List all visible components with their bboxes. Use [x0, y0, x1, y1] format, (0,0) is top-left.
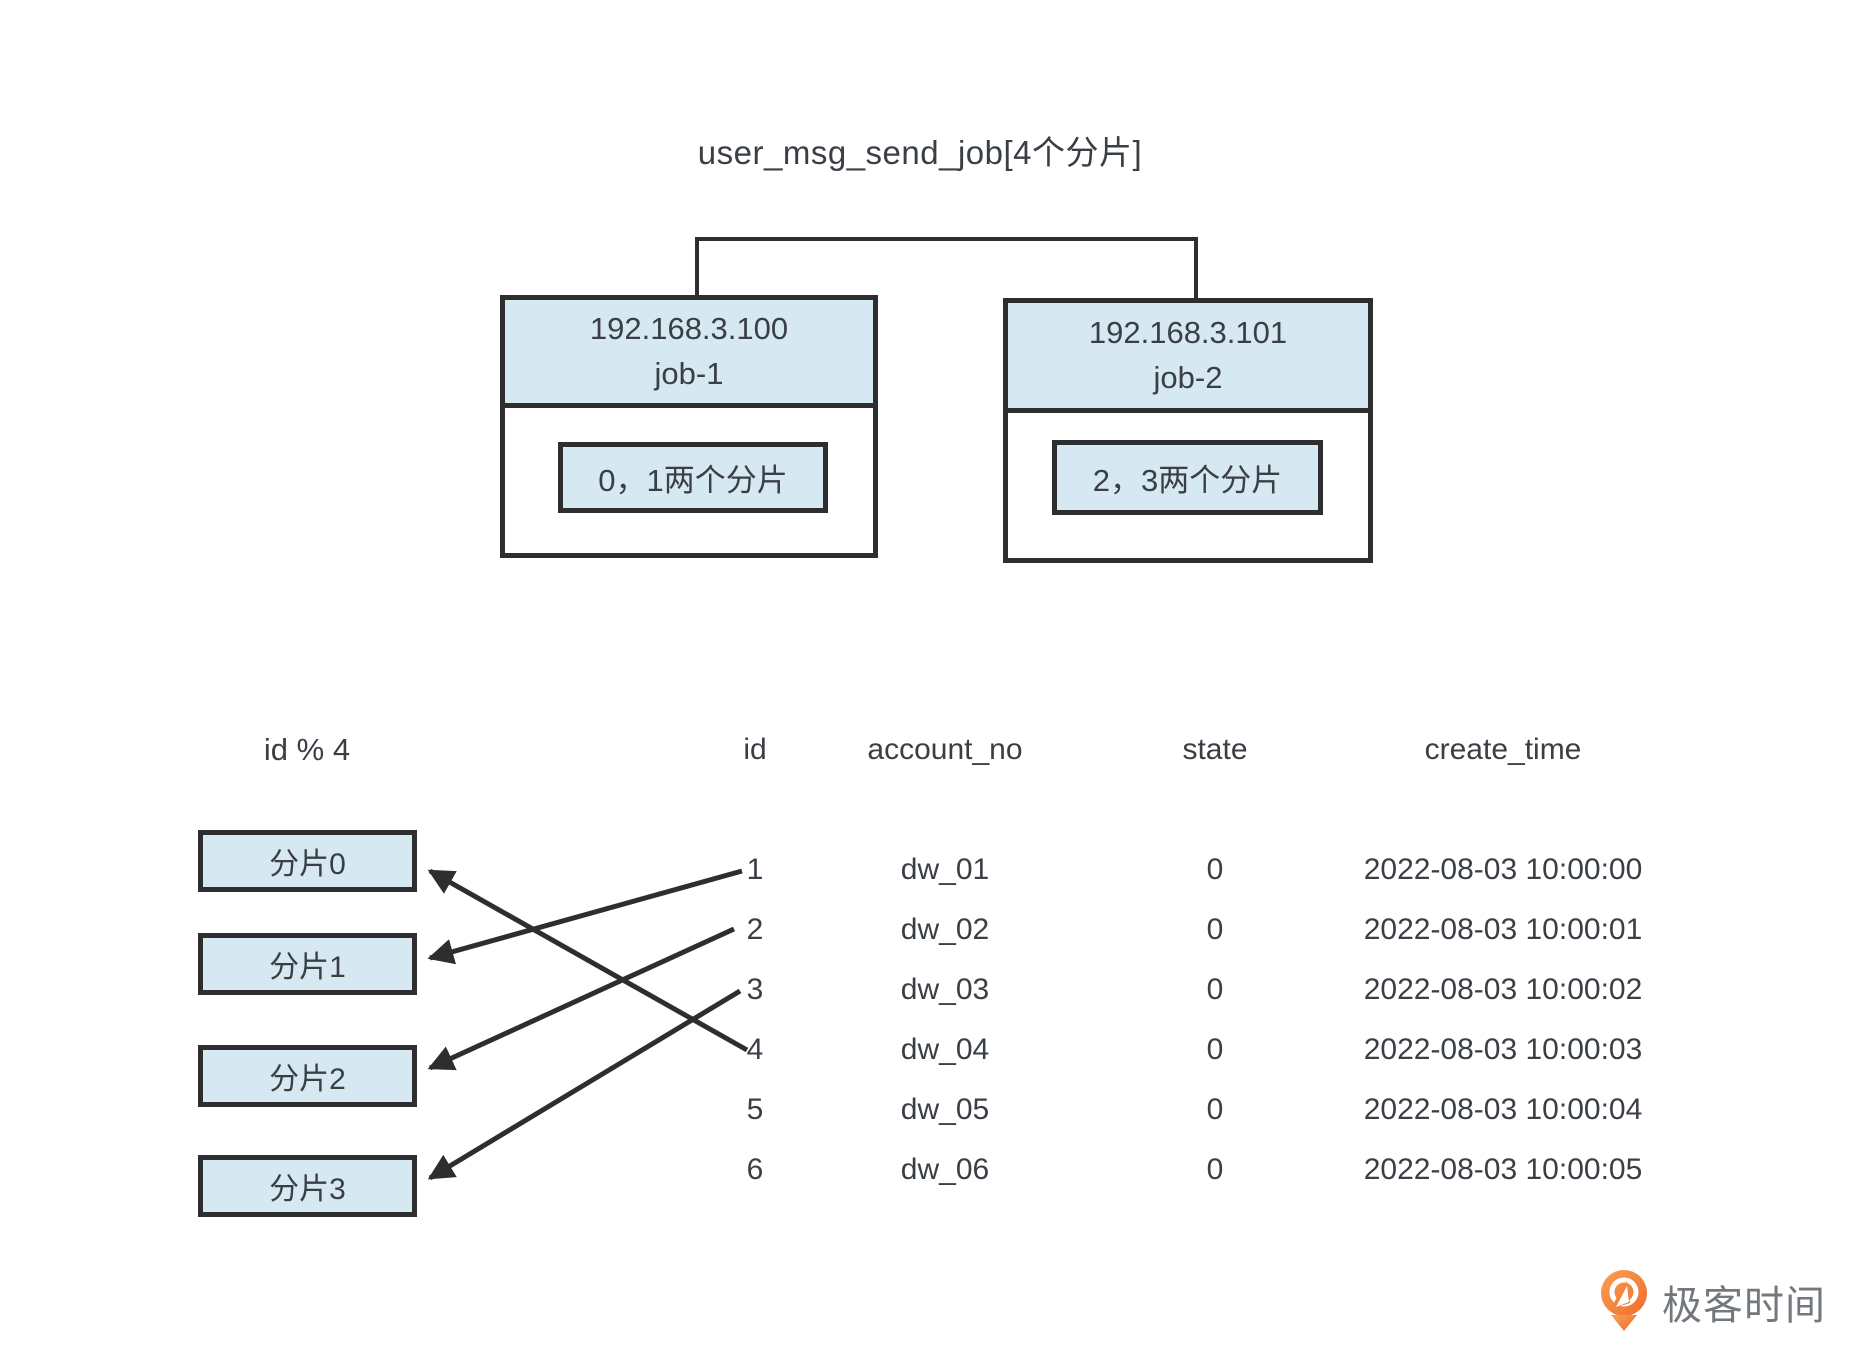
table-row: 4 dw_04 0 2022-08-03 10:00:03 [0, 1020, 1876, 1080]
cell-account-no: dw_02 [900, 913, 990, 946]
job-node-2-header: 192.168.3.101 job-2 [1008, 303, 1368, 413]
table-header-create-time: create_time [1424, 733, 1582, 766]
table-row: 2 dw_02 0 2022-08-03 10:00:01 [0, 900, 1876, 960]
table-header-state: state [1182, 733, 1248, 766]
job-node-2: 192.168.3.101 job-2 2，3两个分片 [1003, 298, 1373, 563]
shard-box-3: 分片3 [198, 1155, 417, 1217]
cell-id: 1 [746, 853, 764, 886]
shard-box-0: 分片0 [198, 830, 417, 892]
table-row: 1 dw_01 0 2022-08-03 10:00:00 [0, 840, 1876, 900]
job-node-1-name: job-1 [654, 355, 724, 391]
shard-box-1: 分片1 [198, 933, 417, 995]
cell-create-time: 2022-08-03 10:00:03 [1363, 1033, 1643, 1066]
cell-account-no: dw_05 [900, 1093, 990, 1126]
cell-account-no: dw_06 [900, 1153, 990, 1186]
job-node-1-header: 192.168.3.100 job-1 [505, 300, 873, 408]
cell-id: 6 [746, 1153, 764, 1186]
tree-bracket-connector [695, 237, 1198, 301]
job-node-1: 192.168.3.100 job-1 0，1两个分片 [500, 295, 878, 558]
job-node-1-shard-range: 0，1两个分片 [558, 442, 828, 513]
job-node-2-shard-range: 2，3两个分片 [1052, 440, 1323, 515]
cell-id: 4 [746, 1033, 764, 1066]
cell-create-time: 2022-08-03 10:00:02 [1363, 973, 1643, 1006]
cell-create-time: 2022-08-03 10:00:01 [1363, 913, 1643, 946]
table-header-id: id [743, 733, 767, 766]
diagram-title: user_msg_send_job[4个分片] [697, 134, 1143, 171]
cell-account-no: dw_04 [900, 1033, 990, 1066]
cell-account-no: dw_01 [900, 853, 990, 886]
cell-state: 0 [1206, 1153, 1224, 1186]
job-node-2-name: job-2 [1153, 359, 1223, 395]
cell-state: 0 [1206, 973, 1224, 1006]
table-row: 3 dw_03 0 2022-08-03 10:00:02 [0, 960, 1876, 1020]
cell-create-time: 2022-08-03 10:00:00 [1363, 853, 1643, 886]
geektime-logo-icon [1601, 1270, 1647, 1331]
cell-id: 3 [746, 973, 764, 1006]
cell-create-time: 2022-08-03 10:00:05 [1363, 1153, 1643, 1186]
job-node-1-ip: 192.168.3.100 [589, 310, 789, 346]
cell-id: 5 [746, 1093, 764, 1126]
cell-id: 2 [746, 913, 764, 946]
cell-state: 0 [1206, 1093, 1224, 1126]
mod-formula-label: id % 4 [263, 732, 351, 767]
cell-state: 0 [1206, 853, 1224, 886]
table-row: 5 dw_05 0 2022-08-03 10:00:04 [0, 1080, 1876, 1140]
cell-state: 0 [1206, 1033, 1224, 1066]
cell-create-time: 2022-08-03 10:00:04 [1363, 1093, 1643, 1126]
table-header-row: id account_no state create_time [0, 720, 1876, 780]
cell-state: 0 [1206, 913, 1224, 946]
brand-name: 极客时间 [1662, 1284, 1826, 1328]
brand-logo: 极客时间 [1600, 1266, 1860, 1338]
table-row: 6 dw_06 0 2022-08-03 10:00:05 [0, 1140, 1876, 1200]
job-node-2-ip: 192.168.3.101 [1088, 314, 1288, 350]
table-header-account-no: account_no [867, 733, 1023, 766]
cell-account-no: dw_03 [900, 973, 990, 1006]
shard-box-2: 分片2 [198, 1045, 417, 1107]
